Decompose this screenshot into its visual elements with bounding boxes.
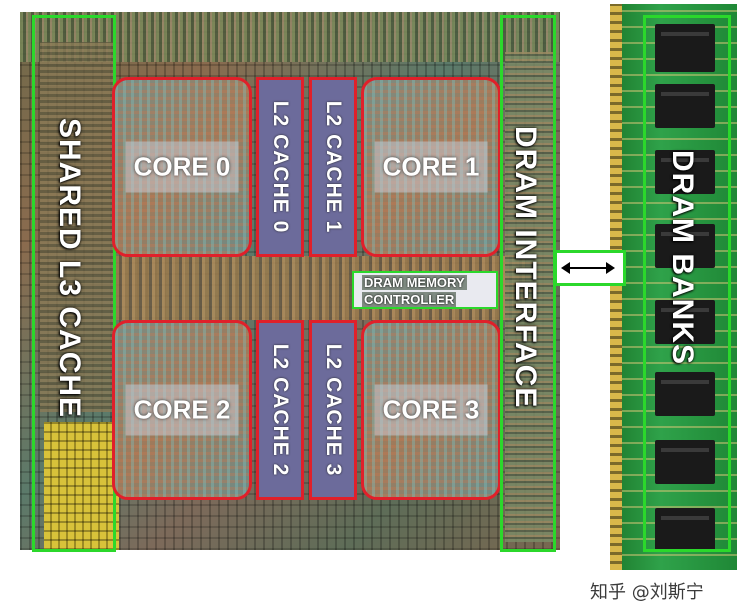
dram-interface-label: DRAM INTERFACE	[509, 126, 542, 409]
core-2-label: CORE 2	[125, 384, 239, 436]
dram-chip	[655, 300, 715, 344]
shared-l3-cache-region	[32, 15, 116, 552]
l2-cache-0-region: L2 CACHE 0	[256, 77, 304, 257]
memory-controller-label-line2: CONTROLLER	[362, 292, 457, 307]
dram-memory-controller-region: DRAM MEMORY CONTROLLER	[352, 271, 498, 309]
dram-chip	[655, 24, 715, 72]
dram-chip	[655, 372, 715, 416]
l2-cache-2-region: L2 CACHE 2	[256, 320, 304, 500]
l2-cache-0-label: L2 CACHE 0	[269, 100, 292, 234]
core-0-label: CORE 0	[125, 141, 239, 193]
l2-cache-3-region: L2 CACHE 3	[309, 320, 357, 500]
dram-chip	[655, 84, 715, 128]
core-3-region: CORE 3	[361, 320, 501, 500]
dram-chip	[655, 508, 715, 552]
dram-banks-region	[643, 15, 731, 552]
bidirectional-arrow-shaft	[565, 267, 609, 269]
l2-cache-3-label: L2 CACHE 3	[322, 343, 345, 477]
core-3-label: CORE 3	[374, 384, 488, 436]
dram-banks-label: DRAM BANKS	[666, 150, 699, 365]
core-2-region: CORE 2	[112, 320, 252, 500]
l2-cache-1-label: L2 CACHE 1	[322, 100, 345, 234]
arrow-right-icon	[606, 262, 615, 274]
die-yellow-region	[44, 422, 119, 550]
dram-module-contacts	[610, 4, 622, 570]
core-1-region: CORE 1	[361, 77, 501, 257]
dram-chip	[655, 440, 715, 484]
l3-cache-texture	[40, 42, 115, 412]
dram-interface-texture	[505, 52, 553, 542]
l2-cache-2-label: L2 CACHE 2	[269, 343, 292, 477]
core-1-label: CORE 1	[374, 141, 488, 193]
core-0-region: CORE 0	[112, 77, 252, 257]
dram-chip	[655, 150, 715, 194]
watermark: 知乎 @刘斯宁	[590, 582, 704, 603]
shared-l3-cache-label: SHARED L3 CACHE	[53, 118, 86, 419]
l2-cache-1-region: L2 CACHE 1	[309, 77, 357, 257]
memory-controller-label-line1: DRAM MEMORY	[362, 275, 467, 290]
dram-chip	[655, 224, 715, 268]
arrow-left-icon	[561, 262, 570, 274]
